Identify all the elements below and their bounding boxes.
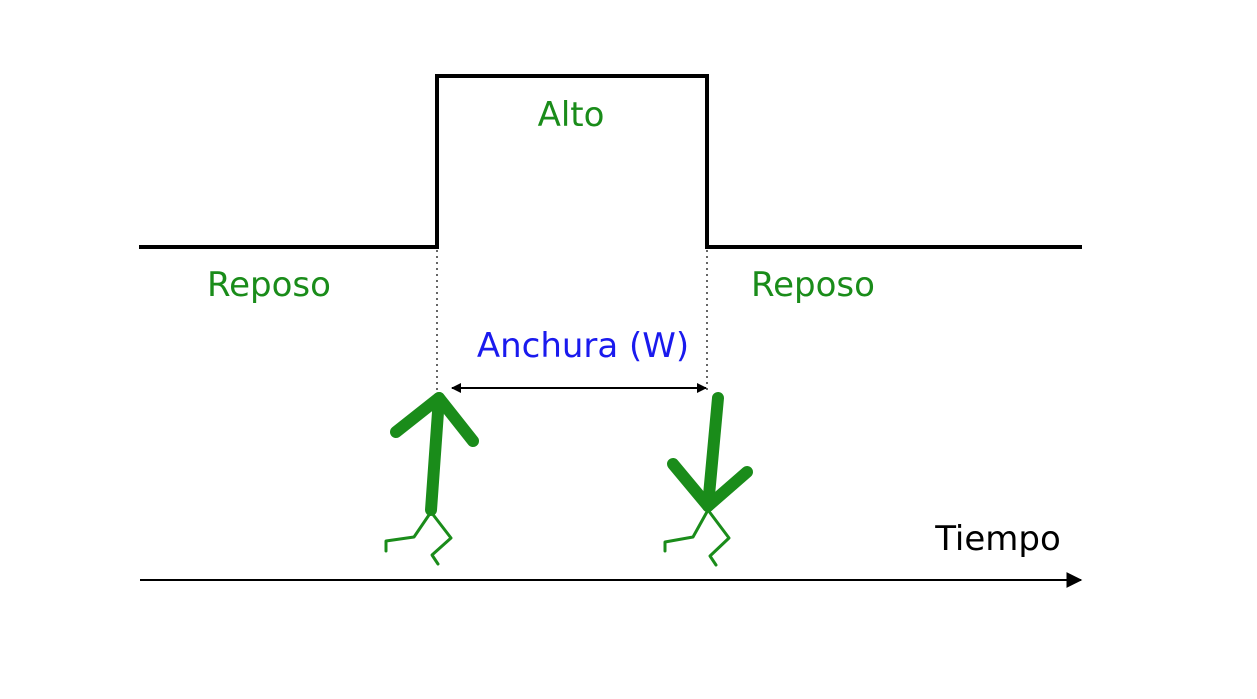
width-label: Anchura (W) [477,326,689,366]
stick-figure-arrow-down-icon [663,392,753,567]
time-axis-label: Tiempo [934,519,1061,559]
stick-figure-arrow-up-icon [384,392,479,566]
high-state-label: Alto [538,95,605,135]
rest-right-label: Reposo [751,265,875,305]
pulse-signal-line [139,74,1082,249]
rest-left-label: Reposo [207,265,331,305]
